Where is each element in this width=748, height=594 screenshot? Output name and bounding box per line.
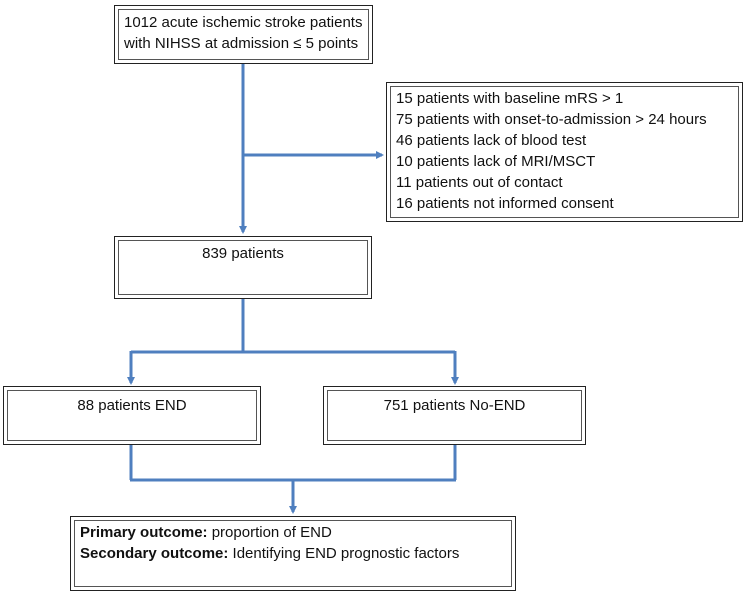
primary-outcome-text: proportion of END (207, 524, 332, 541)
outcomes-box: Primary outcome: proportion of END Secon… (70, 516, 516, 591)
start-box: 1012 acute ischemic stroke patients with… (114, 5, 373, 64)
primary-outcome: Primary outcome: proportion of END (80, 522, 332, 543)
exclusion-item: 46 patients lack of blood test (396, 132, 587, 149)
noend-group-label: 751 patients No-END (383, 397, 526, 414)
start-line1: 1012 acute ischemic stroke patients (124, 14, 363, 31)
exclusion-box: 15 patients with baseline mRS > 1 75 pat… (386, 82, 743, 222)
primary-outcome-label: Primary outcome: (80, 524, 208, 541)
secondary-outcome: Secondary outcome: Identifying END progn… (80, 543, 459, 564)
secondary-outcome-label: Secondary outcome: (80, 545, 229, 562)
exclusion-item: 15 patients with baseline mRS > 1 (396, 90, 624, 107)
exclusion-item: 10 patients lack of MRI/MSCT (396, 153, 596, 170)
secondary-outcome-text: Identifying END prognostic factors (228, 545, 460, 562)
exclusion-item: 16 patients not informed consent (396, 195, 614, 212)
end-group-label: 88 patients END (77, 397, 187, 414)
start-line2: with NIHSS at admission ≤ 5 points (124, 35, 359, 52)
included-count: 839 patients (202, 245, 284, 262)
exclusion-item: 75 patients with onset-to-admission > 24… (396, 111, 707, 128)
exclusion-item: 11 patients out of contact (396, 174, 563, 191)
included-box: 839 patients (114, 236, 372, 299)
noend-group-box: 751 patients No-END (323, 386, 586, 445)
end-group-box: 88 patients END (3, 386, 261, 445)
